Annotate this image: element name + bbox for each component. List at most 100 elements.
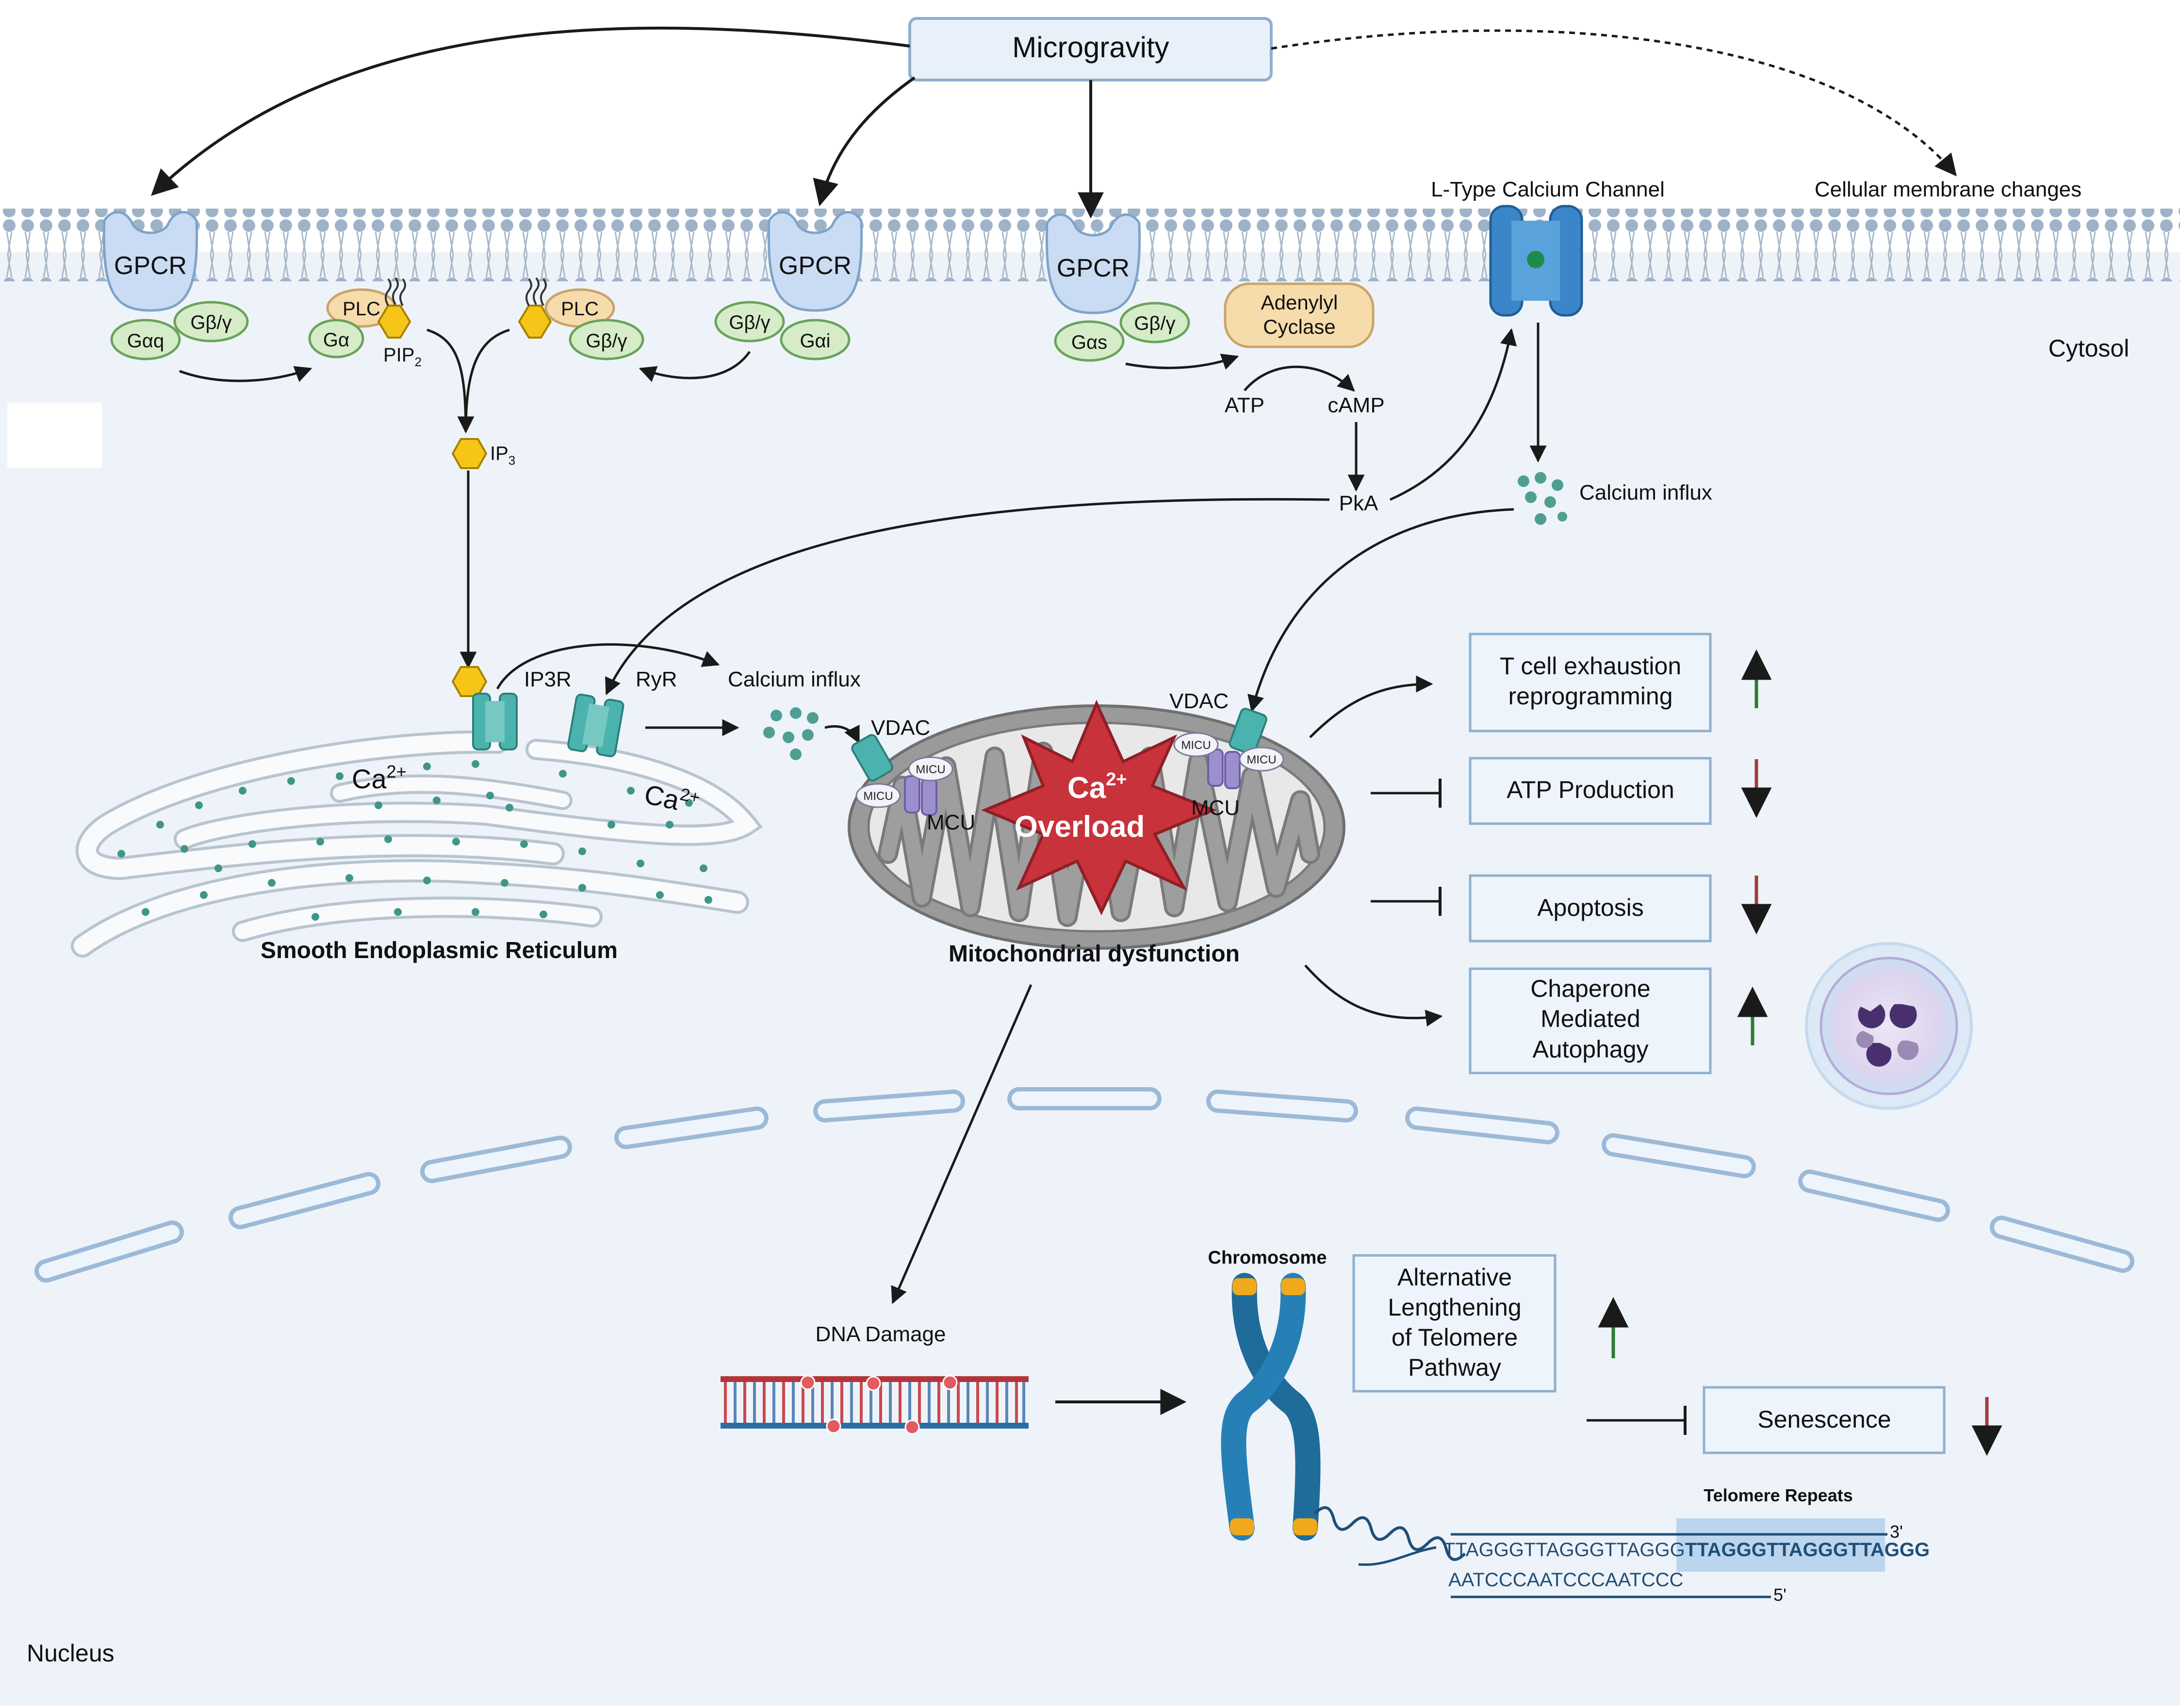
micu-label-3: MICU <box>1181 739 1211 752</box>
plc-label-2: PLC <box>561 298 599 320</box>
ltype-channel-label: L-Type Calcium Channel <box>1431 178 1665 201</box>
blank-patch <box>7 403 102 468</box>
cma-label-1: Chaperone <box>1530 975 1650 1002</box>
er-ca-label-1: Ca2+ <box>352 762 407 794</box>
overload-label: Overload <box>1015 810 1145 844</box>
microgravity-label: Microgravity <box>1012 31 1169 64</box>
arrow-pka-to-ryr <box>605 498 1330 696</box>
gpcr-label-2: GPCR <box>779 252 852 280</box>
adenylyl-label-2: Cyclase <box>1263 315 1335 338</box>
arrow-to-membrane-changes <box>1271 29 1957 177</box>
g-alpha-s-label: Gαs <box>1071 332 1107 353</box>
five-prime-label: 5' <box>1773 1585 1787 1605</box>
smooth-endoplasmic-reticulum <box>71 730 763 958</box>
alt-label-3: of Telomere <box>1392 1324 1518 1351</box>
apoptosis-label: Apoptosis <box>1537 894 1644 921</box>
tcell-label-2: reprogramming <box>1508 683 1672 710</box>
cma-label-3: Autophagy <box>1532 1036 1648 1063</box>
ltype-calcium-channel <box>1489 205 1583 317</box>
cytosol-label: Cytosol <box>2049 335 2130 362</box>
ip3-hexagon <box>451 438 488 469</box>
cma-box <box>1469 967 1712 1074</box>
ip3-bound-hexagon <box>451 666 488 697</box>
vdac-label-left: VDAC <box>871 716 930 740</box>
g-alpha-label: Gα <box>323 329 349 351</box>
cma-label-2: Mediated <box>1541 1005 1640 1032</box>
plc-complex-2: PLC Gβ/γ <box>518 277 644 360</box>
atp-production-label: ATP Production <box>1507 776 1674 803</box>
alt-pathway-box <box>1352 1254 1557 1393</box>
camp-label: cAMP <box>1328 393 1384 417</box>
micu-label-1: MICU <box>916 763 945 776</box>
cytosol-background <box>0 252 2180 1706</box>
g-alpha-q-label: Gαq <box>127 330 164 352</box>
arrow-atp-to-camp <box>1244 365 1355 392</box>
senescence-label: Senescence <box>1757 1406 1891 1433</box>
er-calcium-dots <box>117 760 712 921</box>
telomere-highlight <box>1676 1518 1885 1572</box>
plc-label-1: PLC <box>343 298 380 320</box>
g-beta-gamma-2-label: Gβ/γ <box>586 330 627 352</box>
alt-label-4: Pathway <box>1408 1354 1501 1381</box>
strand-bottom-text: AATCCCAATCCCAATCCC <box>1448 1569 1683 1591</box>
pka-label: PkA <box>1339 491 1378 515</box>
chromosome-icon <box>1221 1273 1466 1561</box>
arrow-influx-to-vdac-left <box>824 724 860 744</box>
arrow-to-gpcr-1 <box>151 26 910 196</box>
arrow-to-cma <box>1304 964 1443 1027</box>
atp-label: ATP <box>1225 393 1264 417</box>
channel-ion <box>1527 251 1544 268</box>
arrow-gq-to-plc <box>179 366 312 382</box>
gpcr-receptor-1: GPCR Gαq Gβ/γ <box>102 211 249 360</box>
arrow-mito-to-dna <box>891 984 1033 1304</box>
calcium-influx-label-1: Calcium influx <box>1579 481 1712 504</box>
micu-label-2: MICU <box>863 790 893 803</box>
dna-damage-icon <box>721 1375 1029 1435</box>
adenylyl-cyclase <box>1224 282 1375 348</box>
plc-complex-1: PLC Gα PIP2 <box>308 277 422 369</box>
g-beta-gamma-3-label: Gβ/γ <box>729 312 770 333</box>
arrow-influx-to-vdac <box>1247 508 1514 713</box>
nucleus-label: Nucleus <box>27 1640 115 1667</box>
gpcr-receptor-3: GPCR Gαs Gβ/γ <box>1045 213 1190 362</box>
calcium-ion-cluster-2 <box>763 707 819 760</box>
ryr-channel <box>567 693 624 758</box>
g-alpha-q <box>110 319 181 360</box>
g-beta-gamma-1 <box>173 301 249 342</box>
g-beta-gamma-4-label: Gβ/γ <box>1134 313 1175 334</box>
apoptosis-box <box>1469 874 1712 943</box>
gpcr-label-1: GPCR <box>114 252 187 280</box>
ip3-label: IP3 <box>490 443 515 468</box>
ip3r-label: IP3R <box>524 667 572 691</box>
mito-label: Mitochondrial dysfunction <box>949 941 1240 967</box>
er-ca-label-2: Ca2+ <box>642 777 702 820</box>
dna-damage-label: DNA Damage <box>815 1322 946 1346</box>
arrow-pka-to-channel <box>1389 328 1517 501</box>
arrow-gi-to-plc <box>639 351 751 382</box>
er-label: Smooth Endoplasmic Reticulum <box>261 938 618 963</box>
vdac-mcu-right <box>1173 708 1284 789</box>
calcium-ion-cluster-1 <box>1518 472 1567 525</box>
ryr-label: RyR <box>636 667 677 691</box>
vdac-mcu-left <box>851 734 953 816</box>
senescence-box <box>1703 1386 1946 1454</box>
calcium-influx-label-2: Calcium influx <box>728 667 861 691</box>
calcium-overload-star <box>981 699 1217 915</box>
arrow-to-tcell <box>1309 675 1433 738</box>
strand-top-text: TTAGGGTTAGGGTTAGGGTTAGGGTTAGGGTTAGGG <box>1443 1539 1930 1561</box>
alt-label-2: Lengthening <box>1388 1294 1521 1321</box>
lysosome-icon <box>1805 942 1973 1110</box>
tcell-label-1: T cell exhaustion <box>1500 652 1681 680</box>
g-alpha-i-label: Gαi <box>800 330 830 352</box>
pip2-label: PIP2 <box>383 344 422 369</box>
atp-box <box>1469 757 1712 825</box>
telomere-repeats-label: Telomere Repeats <box>1704 1485 1852 1505</box>
micu-label-4: MICU <box>1246 753 1276 766</box>
mcu-label-right: MCU <box>1191 796 1240 820</box>
arrow-pip2-to-ip3-b <box>464 328 510 432</box>
adenylyl-label-1: Adenylyl <box>1261 291 1338 314</box>
mito-ca-label: Ca2+ <box>1067 769 1127 805</box>
vdac-label-right: VDAC <box>1169 689 1229 713</box>
